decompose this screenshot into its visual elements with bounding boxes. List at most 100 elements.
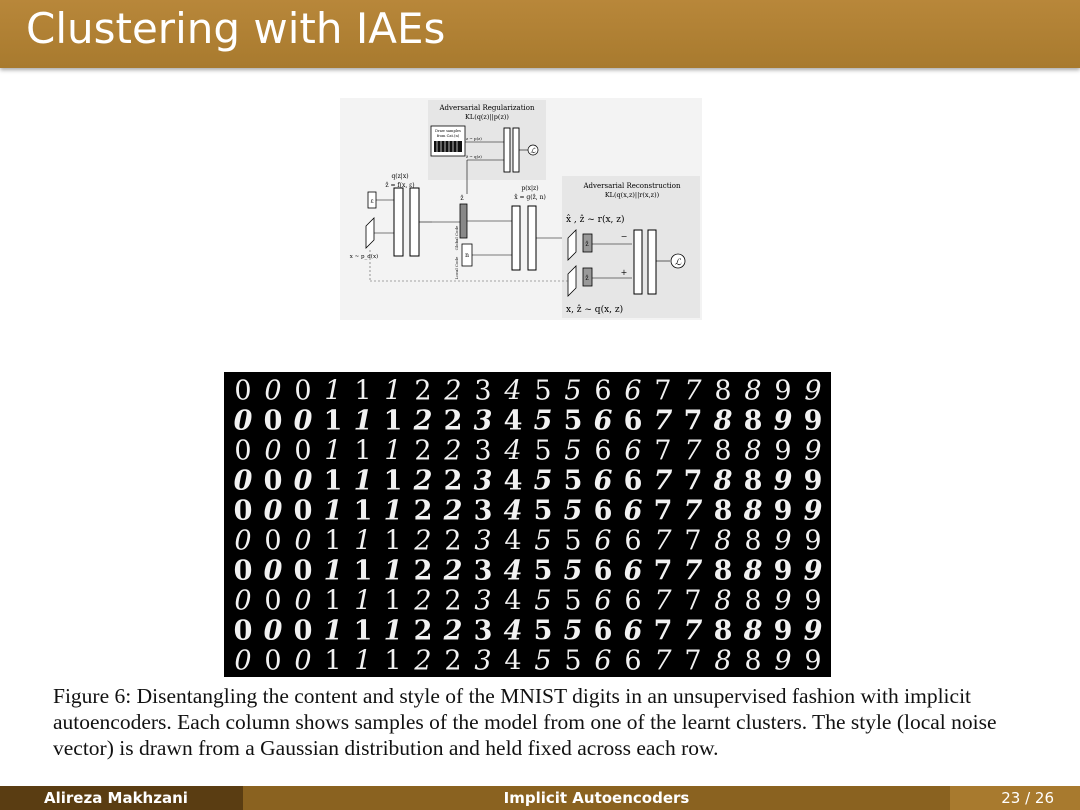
input-image-icon <box>365 217 375 249</box>
digit-sample: 8 <box>714 496 733 527</box>
digit-sample: 6 <box>624 436 641 467</box>
digit-sample: 0 <box>234 406 253 437</box>
digit-sample: 7 <box>654 586 672 617</box>
digit-sample: 6 <box>594 556 613 587</box>
digit-sample: 0 <box>294 496 313 527</box>
digit-sample: 1 <box>384 436 401 467</box>
footer-page-number: 23 / 26 <box>950 786 1080 810</box>
digit-sample: 8 <box>714 436 731 467</box>
digit-sample: 6 <box>624 406 643 437</box>
digit-sample: 1 <box>324 616 343 647</box>
digit-sample: 0 <box>264 646 281 677</box>
digit-sample: 2 <box>444 646 461 677</box>
digit-sample: 6 <box>594 616 613 647</box>
digit-sample: 4 <box>504 406 523 437</box>
digit-sample: 2 <box>413 466 433 497</box>
digit-sample: 0 <box>294 406 313 437</box>
digit-sample: 0 <box>294 436 311 467</box>
digit-sample: 9 <box>774 406 793 437</box>
digit-sample: 7 <box>684 466 703 497</box>
decoder-p-label: p(x|z) <box>521 185 538 192</box>
digit-sample: 6 <box>624 586 641 617</box>
title-bar: Clustering with IAEs <box>0 0 1080 68</box>
digit-sample: 0 <box>264 556 283 587</box>
digit-sample: 2 <box>444 586 461 617</box>
digit-sample: 3 <box>474 526 491 557</box>
digit-sample: 0 <box>234 556 253 587</box>
z-prior-label: z ~ p(z) <box>466 136 482 141</box>
digit-sample: 1 <box>324 466 343 497</box>
digit-sample: 7 <box>684 526 701 557</box>
digit-sample: 6 <box>594 466 613 497</box>
digit-sample: 8 <box>713 406 733 437</box>
digit-sample: 8 <box>743 616 763 647</box>
digit-sample: 5 <box>564 436 581 467</box>
digit-sample: 1 <box>354 586 371 617</box>
digit-sample: 1 <box>384 466 403 497</box>
digit-sample: 3 <box>474 586 491 617</box>
fake-pair-label: x̂ , ẑ ~ r(x, z) <box>566 214 625 225</box>
digit-sample: 9 <box>774 496 793 527</box>
z-hat-label: ž <box>460 195 463 202</box>
digit-sample: 2 <box>443 556 463 587</box>
digit-sample: 5 <box>564 646 581 677</box>
digit-sample: 2 <box>444 526 461 557</box>
digit-sample: 8 <box>714 646 731 677</box>
digit-sample: 1 <box>354 526 371 557</box>
digit-sample: 1 <box>384 496 403 527</box>
real-image-icon <box>567 265 577 297</box>
digit-sample: 4 <box>503 436 521 467</box>
digit-sample: 9 <box>804 586 821 617</box>
digit-sample: 2 <box>444 466 463 497</box>
digit-sample: 1 <box>324 496 343 527</box>
digit-sample: 5 <box>534 496 553 527</box>
digit-sample: 4 <box>504 616 523 647</box>
digit-sample: 1 <box>324 406 343 437</box>
digit-sample: 2 <box>413 646 431 677</box>
digit-sample: 3 <box>474 496 493 527</box>
digit-sample: 9 <box>804 616 823 647</box>
digit-sample: 6 <box>594 646 611 677</box>
digit-sample: 2 <box>413 406 433 437</box>
digit-sample: 9 <box>774 436 791 467</box>
digit-sample: 9 <box>774 646 791 677</box>
epsilon-label: ε <box>370 198 373 205</box>
digit-sample: 0 <box>264 586 281 617</box>
digit-sample: 7 <box>654 436 671 467</box>
iae-architecture-diagram: Adversarial Regularization KL(q(z)||p(z)… <box>340 98 702 320</box>
footer-author: Alireza Makhzani <box>0 786 243 810</box>
adv-reg-kl: KL(q(z)||p(z)) <box>465 113 509 121</box>
digit-sample: 0 <box>294 526 311 557</box>
digit-sample: 6 <box>624 496 643 527</box>
digit-sample: 6 <box>624 526 641 557</box>
digit-sample: 3 <box>474 436 491 467</box>
digit-sample: 7 <box>684 436 702 467</box>
draw-samples-label-2: from Cat.(n) <box>437 134 460 138</box>
digit-sample: 5 <box>534 436 551 467</box>
digit-sample: 6 <box>594 406 613 437</box>
digit-sample: 1 <box>354 436 371 467</box>
digit-sample: 8 <box>714 526 731 557</box>
digit-sample: 2 <box>444 406 463 437</box>
digit-sample: 9 <box>804 406 823 437</box>
digit-sample: 1 <box>354 406 373 437</box>
digit-sample: 5 <box>564 526 581 557</box>
digit-sample: 9 <box>804 526 821 557</box>
digit-sample: 9 <box>774 586 791 617</box>
digit-sample: 1 <box>324 376 341 407</box>
digit-sample: 2 <box>413 586 431 617</box>
digit-sample: 9 <box>774 556 793 587</box>
digit-sample: 1 <box>354 556 373 587</box>
digit-sample: 9 <box>774 376 791 407</box>
digit-sample: 4 <box>504 646 521 677</box>
digit-sample: 1 <box>384 406 403 437</box>
digit-sample: 0 <box>264 526 281 557</box>
digit-sample: 0 <box>264 406 283 437</box>
digit-sample: 5 <box>534 376 551 407</box>
draw-samples-label-1: Draw samples <box>435 129 461 133</box>
digit-sample: 0 <box>234 496 253 527</box>
encoder-q-label: q(z|x) <box>391 173 408 180</box>
digit-sample: 2 <box>443 376 461 407</box>
digit-sample: 7 <box>684 556 703 587</box>
digit-sample: 0 <box>294 586 311 617</box>
